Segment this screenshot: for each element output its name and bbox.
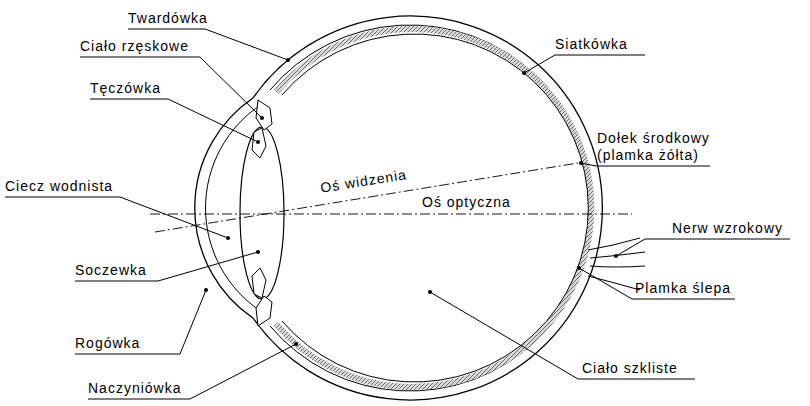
part-label: Ciecz wodnista <box>5 178 113 195</box>
part-label: Naczyniówka <box>88 380 181 397</box>
part-label: Rogówka <box>75 335 140 352</box>
part-label: Tęczówka <box>90 80 161 97</box>
leader-dots <box>204 58 618 346</box>
part-label: Plamka ślepa <box>635 280 731 297</box>
part-label: Soczewka <box>75 262 147 279</box>
part-label: Ciało rzęskowe <box>80 38 189 55</box>
leader-lines <box>5 29 790 399</box>
part-label: Oś optyczna <box>420 194 513 211</box>
part-label: Twardówka <box>128 10 208 27</box>
part-label: Nerw wzrokowy <box>672 220 783 237</box>
part-label: Ciało szkliste <box>582 360 678 377</box>
part-label: Siatkówka <box>555 36 628 53</box>
part-label: Dołek środkowy (plamka żółta) <box>597 130 725 164</box>
